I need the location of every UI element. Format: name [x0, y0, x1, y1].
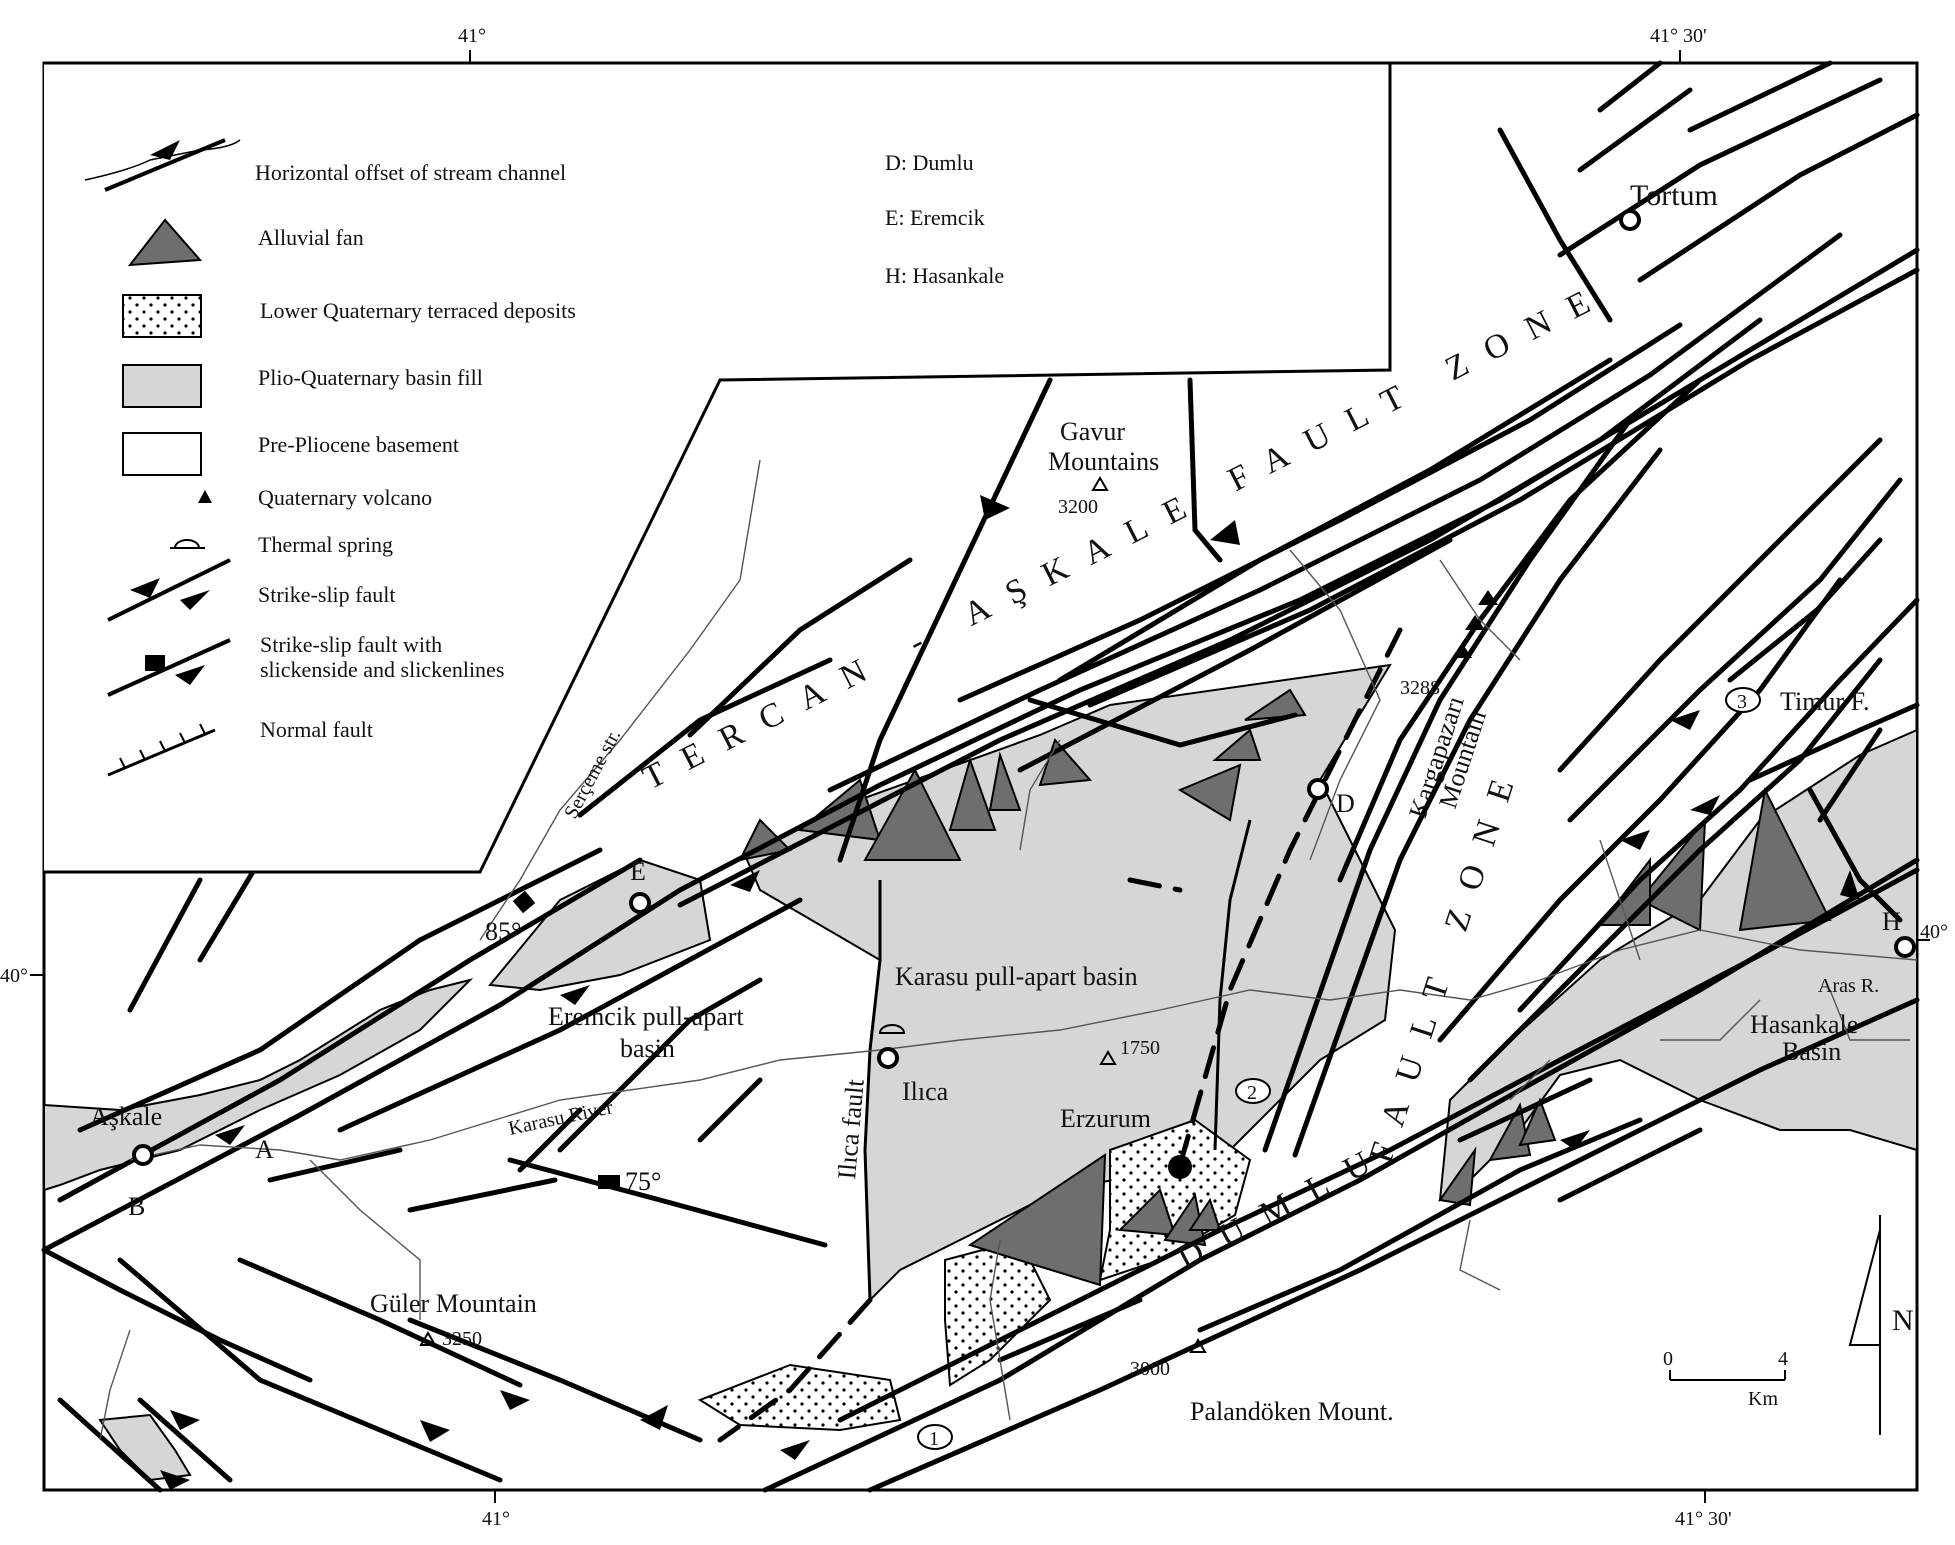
dotted-box-icon: [122, 294, 202, 338]
legend-label-2: Lower Quaternary terraced deposits: [260, 298, 576, 323]
normal-fault-icon: [107, 723, 216, 777]
label-gavur: Gavur: [1060, 417, 1125, 446]
label-gavur-elev: 3200: [1058, 496, 1098, 518]
label-eremcik-basin: basin: [620, 1034, 675, 1063]
legend-label-0: Horizontal offset of stream channel: [255, 160, 566, 185]
coord-right-lat: 40°: [1920, 921, 1948, 943]
abbrev-dumlu: D: Dumlu: [885, 150, 974, 175]
legend-box: [44, 61, 1392, 874]
legend-icons: [84, 138, 241, 777]
label-h: H: [1882, 907, 1901, 936]
label-e: E: [630, 857, 646, 886]
peak-triangles: [419, 476, 1207, 1353]
label-palandoken: Palandöken Mount.: [1190, 1397, 1394, 1426]
legend-label-8: Strike-slip fault with: [260, 632, 442, 657]
label-elev-3000: 3000: [1130, 1358, 1170, 1380]
abbrev-eremcik: E: Eremcik: [885, 205, 985, 230]
slickenside-marker-85: [512, 890, 536, 914]
label-hasankale-basin: Basin: [1782, 1037, 1841, 1066]
rivers: [99, 459, 1918, 1441]
legend-label-7: Strike-slip fault: [258, 582, 395, 607]
legend-label-8b: slickenside and slickenlines: [260, 657, 504, 682]
label-karasu-river: Karasu River: [506, 1096, 615, 1140]
north-label: N: [1892, 1304, 1914, 1337]
scale-four: 4: [1778, 1348, 1788, 1370]
legend-label-5: Quaternary volcano: [258, 485, 432, 510]
legend-label-6: Thermal spring: [258, 532, 393, 557]
slickenside-marker-75: [598, 1175, 620, 1189]
slip-arrows: [160, 495, 1860, 1490]
label-aras: Aras R.: [1818, 975, 1879, 997]
scale-bar: 0 4 Km: [1663, 1348, 1788, 1410]
label-karasu-basin: Karasu pull-apart basin: [895, 962, 1138, 991]
label-guler-elev: 3250: [442, 1328, 482, 1350]
legend-label-9: Normal fault: [260, 717, 373, 742]
coord-bottom-left: 41°: [482, 1508, 510, 1530]
scale-zero: 0: [1663, 1348, 1673, 1370]
label-gavur-mountains: Mountains: [1048, 447, 1159, 476]
label-erzurum: Erzurum: [1060, 1104, 1151, 1133]
white-box-icon: [122, 432, 202, 476]
volcano-icons: [1452, 590, 1498, 658]
alluvial-fan-icon: [127, 218, 203, 267]
slickenside-fault-icon: [107, 638, 231, 697]
legend-label-4: Pre-Pliocene basement: [258, 432, 459, 457]
coord-top-left: 41°: [458, 25, 486, 47]
town-markers: [132, 209, 1916, 1166]
label-num-1: 1: [929, 1428, 939, 1450]
label-a: A: [255, 1135, 274, 1164]
label-num-2: 2: [1247, 1082, 1257, 1104]
thermal-spring-icon: [878, 1024, 906, 1034]
label-elev-3288: 3288: [1400, 677, 1440, 699]
thermal-spring-legend-icon: [170, 539, 205, 549]
gray-box-icon: [122, 364, 202, 408]
coord-left-lat: 40°: [0, 965, 28, 987]
label-guler: Güler Mountain: [370, 1289, 537, 1318]
erzurum-marker: [1168, 1155, 1192, 1179]
legend-label-3: Plio-Quaternary basin fill: [258, 365, 483, 390]
volcano-icon: [198, 490, 212, 503]
label-askale: Aşkale: [90, 1102, 162, 1131]
label-dip-85: 85°: [485, 917, 521, 946]
coord-bottom-right: 41° 30': [1675, 1508, 1732, 1530]
abbrev-hasankale: H: Hasankale: [885, 263, 1004, 288]
label-elev-1750: 1750: [1120, 1037, 1160, 1059]
label-tortum: Tortum: [1630, 179, 1718, 212]
label-b: B: [128, 1192, 145, 1221]
label-d: D: [1336, 789, 1355, 818]
north-arrow: N: [1848, 1215, 1914, 1435]
label-ilica: Ilıca: [902, 1077, 949, 1106]
legend-labels: Horizontal offset of stream channel Allu…: [255, 150, 1004, 742]
strike-slip-icon: [107, 558, 231, 622]
label-num-3: 3: [1737, 691, 1747, 713]
segment-numbers: 1 2 3: [917, 687, 1761, 1450]
label-eremcik: Eremcik pull-apart: [548, 1002, 744, 1031]
label-hasankale: Hasankale: [1750, 1010, 1858, 1039]
graticule: [30, 50, 1930, 1503]
legend-label-1: Alluvial fan: [258, 225, 364, 250]
stream-offset-icon: [84, 138, 241, 192]
scale-unit: Km: [1748, 1388, 1778, 1410]
coord-top-right: 41° 30': [1650, 25, 1707, 47]
label-timur: Timur F.: [1780, 687, 1869, 716]
label-dip-75: 75°: [625, 1167, 661, 1196]
